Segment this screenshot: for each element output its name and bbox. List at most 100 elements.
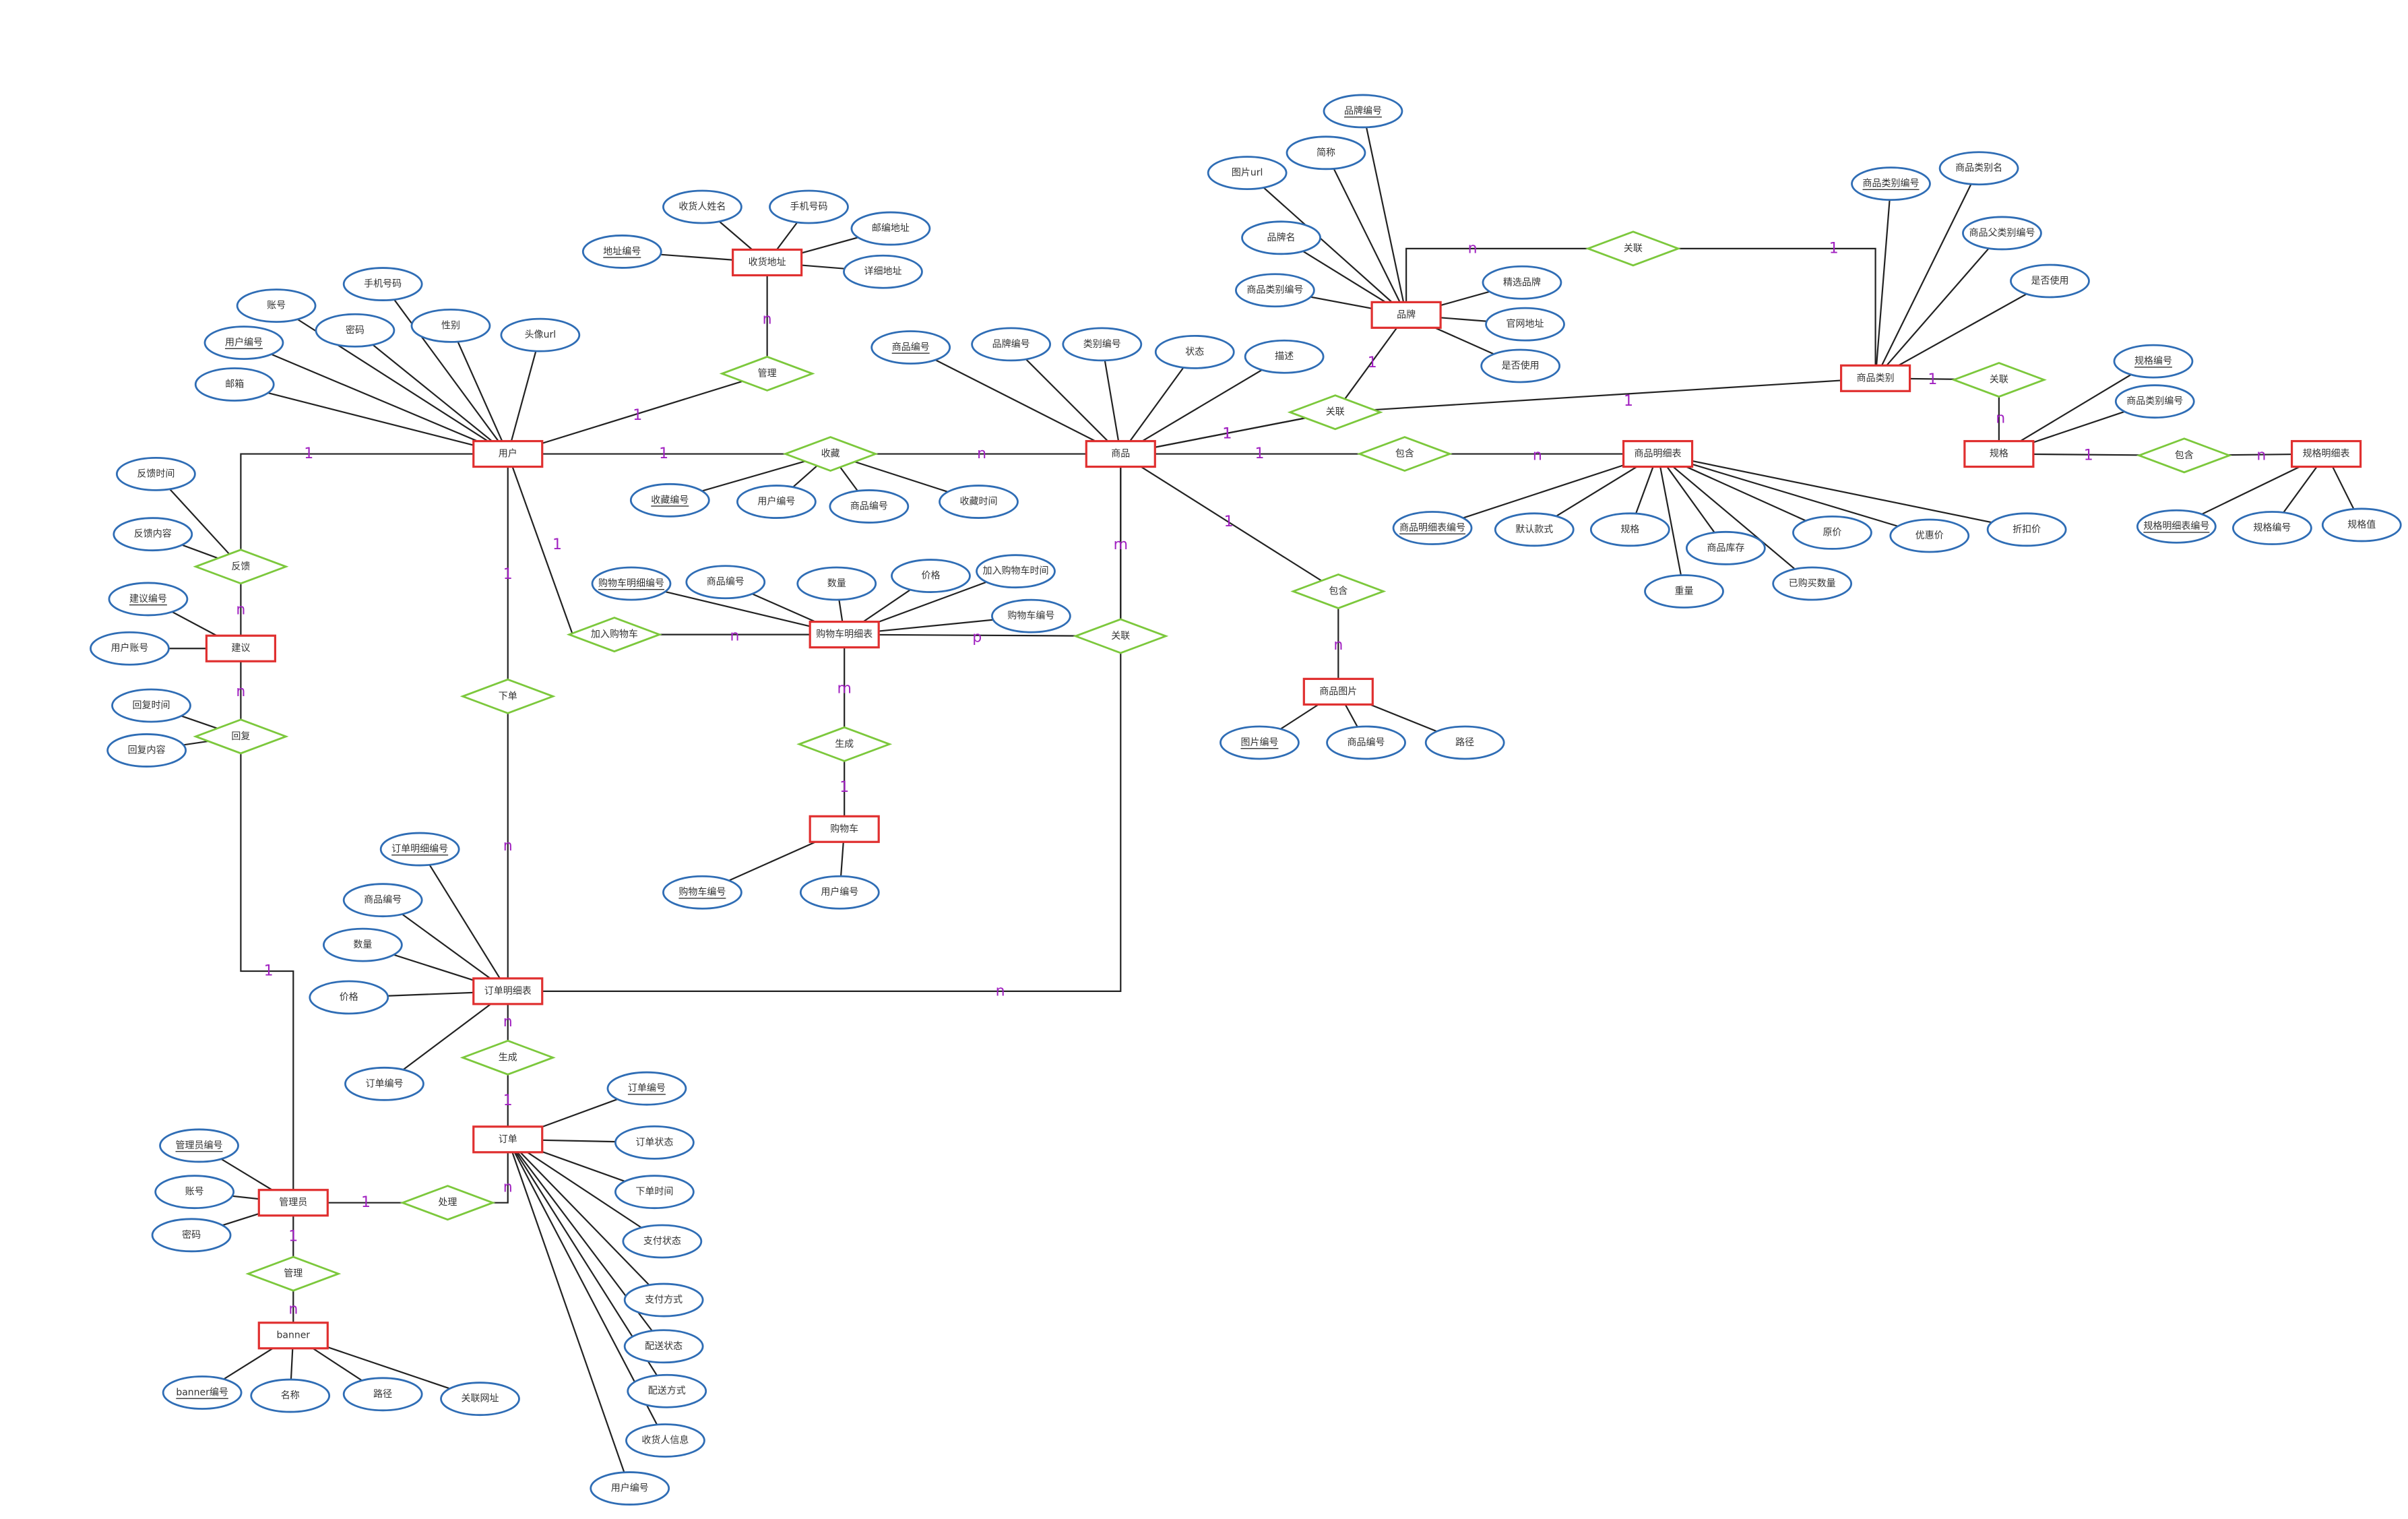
attribute-order[interactable]: 订单状态 [614, 1125, 695, 1160]
attribute-address[interactable]: 邮编地址 [850, 211, 931, 246]
attribute-order[interactable]: 配送方式 [627, 1373, 707, 1408]
attribute-r_fav[interactable]: 收藏时间 [939, 485, 1019, 519]
attribute-pdetail[interactable]: 商品库存 [1685, 530, 1766, 565]
entity-address[interactable]: 收货地址 [732, 248, 803, 277]
attribute-pdetail[interactable]: 优惠价 [1889, 518, 1970, 553]
attribute-user[interactable]: 用户编号 [203, 326, 284, 361]
attribute-pimage[interactable]: 商品编号 [1326, 725, 1406, 760]
attribute-brand[interactable]: 精选品牌 [1482, 265, 1562, 300]
attribute-pdetail[interactable]: 折扣价 [1986, 512, 2067, 547]
relationship-r_fav[interactable]: 收藏 [782, 436, 879, 472]
attribute-address[interactable]: 收货人姓名 [662, 189, 742, 224]
attribute-admin[interactable]: 账号 [154, 1175, 235, 1210]
entity-pdetail[interactable]: 商品明细表 [1622, 439, 1694, 468]
entity-cartdetail[interactable]: 购物车明细表 [809, 621, 880, 649]
relationship-r_prodbrand[interactable]: 关联 [1287, 394, 1383, 431]
attribute-brand[interactable]: 商品类别编号 [1234, 273, 1315, 308]
attribute-odetail[interactable]: 商品编号 [342, 883, 423, 918]
attribute-r_feedback[interactable]: 反馈时间 [115, 456, 196, 491]
attribute-brand[interactable]: 简称 [1286, 135, 1366, 170]
attribute-pimage[interactable]: 图片编号 [1219, 725, 1300, 760]
attribute-pdetail[interactable]: 已购买数量 [1772, 566, 1853, 601]
attribute-odetail[interactable]: 订单编号 [344, 1066, 424, 1101]
attribute-odetail[interactable]: 价格 [309, 980, 389, 1015]
attribute-user[interactable]: 密码 [315, 313, 395, 348]
attribute-address[interactable]: 手机号码 [769, 189, 849, 224]
relationship-r_brandcat[interactable]: 关联 [1585, 230, 1681, 267]
attribute-order[interactable]: 配送状态 [623, 1329, 704, 1364]
attribute-pdetail[interactable]: 规格 [1589, 512, 1670, 547]
entity-odetail[interactable]: 订单明细表 [472, 977, 544, 1005]
relationship-r_specdetail[interactable]: 包含 [2136, 437, 2232, 474]
attribute-r_feedback[interactable]: 反馈内容 [113, 517, 193, 552]
attribute-address[interactable]: 地址编号 [581, 235, 662, 269]
attribute-user[interactable]: 性别 [410, 309, 491, 343]
entity-category[interactable]: 商品类别 [1839, 364, 1911, 392]
relationship-r_catspec[interactable]: 关联 [1951, 362, 2047, 398]
relationship-r_ordergen[interactable]: 生成 [460, 1039, 556, 1076]
entity-specdetail[interactable]: 规格明细表 [2290, 439, 2362, 468]
entity-spec[interactable]: 规格 [1963, 439, 2035, 468]
entity-user[interactable]: 用户 [472, 439, 544, 468]
entity-order[interactable]: 订单 [472, 1125, 544, 1154]
attribute-r_reply[interactable]: 回复时间 [111, 688, 191, 723]
attribute-r_reply[interactable]: 回复内容 [106, 733, 187, 768]
attribute-pdetail[interactable]: 原价 [1792, 516, 1872, 550]
relationship-r_placeorder[interactable]: 下单 [460, 678, 556, 714]
attribute-spec[interactable]: 商品类别编号 [2114, 384, 2195, 419]
attribute-odetail[interactable]: 订单明细编号 [379, 832, 460, 867]
attribute-admin[interactable]: 密码 [151, 1218, 232, 1253]
attribute-r_fav[interactable]: 用户编号 [736, 485, 817, 519]
attribute-r_fav[interactable]: 商品编号 [829, 489, 910, 524]
attribute-user[interactable]: 账号 [236, 288, 317, 323]
attribute-pimage[interactable]: 路径 [1424, 725, 1505, 760]
attribute-admin[interactable]: 管理员编号 [159, 1128, 239, 1163]
attribute-category[interactable]: 商品父类别编号 [1962, 216, 2042, 251]
attribute-order[interactable]: 收货人信息 [625, 1423, 705, 1458]
attribute-cart[interactable]: 用户编号 [799, 875, 880, 910]
attribute-banner[interactable]: 关联网址 [440, 1382, 520, 1417]
relationship-r_pimage[interactable]: 包含 [1290, 573, 1387, 609]
attribute-pdetail[interactable]: 重量 [1644, 574, 1724, 609]
attribute-user[interactable]: 邮箱 [194, 367, 275, 402]
attribute-cart[interactable]: 购物车编号 [662, 875, 742, 910]
attribute-user[interactable]: 手机号码 [342, 267, 423, 301]
attribute-cartdetail[interactable]: 数量 [796, 566, 877, 601]
attribute-brand[interactable]: 官网地址 [1485, 307, 1565, 342]
attribute-address[interactable]: 详细地址 [843, 254, 923, 289]
attribute-product[interactable]: 描述 [1244, 339, 1325, 374]
attribute-order[interactable]: 用户编号 [590, 1471, 670, 1506]
attribute-odetail[interactable]: 数量 [322, 927, 403, 962]
entity-pimage[interactable]: 商品图片 [1302, 677, 1374, 706]
attribute-banner[interactable]: 路径 [342, 1377, 423, 1412]
attribute-product[interactable]: 类别编号 [1062, 327, 1143, 362]
attribute-product[interactable]: 品牌编号 [971, 327, 1052, 362]
attribute-suggest[interactable]: 用户账号 [90, 631, 170, 666]
attribute-order[interactable]: 支付方式 [623, 1282, 704, 1318]
attribute-r_fav[interactable]: 收藏编号 [629, 483, 710, 518]
entity-suggest[interactable]: 建议 [205, 634, 276, 662]
attribute-spec[interactable]: 规格编号 [2113, 344, 2194, 379]
attribute-banner[interactable]: 名称 [250, 1378, 331, 1413]
entity-product[interactable]: 商品 [1085, 439, 1156, 468]
attribute-order[interactable]: 订单编号 [606, 1071, 687, 1106]
attribute-suggest[interactable]: 建议编号 [108, 582, 189, 617]
relationship-r_pdetail[interactable]: 包含 [1356, 436, 1453, 472]
attribute-cartdetail[interactable]: 购物车编号 [991, 598, 1071, 633]
relationship-r_process[interactable]: 处理 [400, 1185, 496, 1221]
attribute-specdetail[interactable]: 规格明细表编号 [2136, 509, 2217, 544]
attribute-product[interactable]: 状态 [1154, 334, 1235, 369]
attribute-specdetail[interactable]: 规格值 [2321, 507, 2402, 542]
attribute-brand[interactable]: 图片url [1207, 156, 1288, 190]
relationship-r_manage[interactable]: 管理 [245, 1256, 342, 1292]
attribute-pdetail[interactable]: 默认款式 [1494, 512, 1575, 547]
relationship-r_cartprod[interactable]: 关联 [1073, 618, 1169, 654]
attribute-product[interactable]: 商品编号 [870, 330, 951, 365]
relationship-r_cartgen[interactable]: 生成 [796, 726, 893, 762]
entity-cart[interactable]: 购物车 [809, 815, 880, 843]
attribute-pdetail[interactable]: 商品明细表编号 [1392, 511, 1473, 545]
attribute-cartdetail[interactable]: 价格 [891, 559, 971, 593]
attribute-banner[interactable]: banner编号 [162, 1375, 243, 1410]
attribute-brand[interactable]: 是否使用 [1480, 348, 1561, 383]
attribute-category[interactable]: 商品类别名 [1938, 151, 2019, 186]
